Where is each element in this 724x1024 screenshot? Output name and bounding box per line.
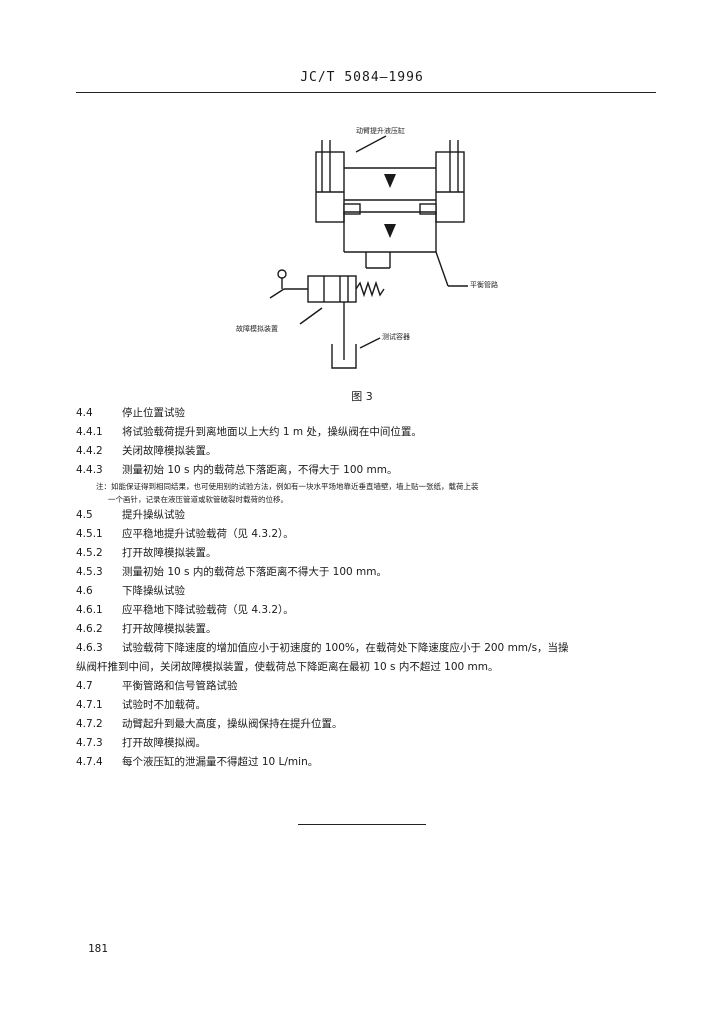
end-rule — [298, 824, 426, 825]
flow-arrow-upper — [384, 174, 396, 188]
valve-spring — [355, 280, 385, 298]
figure-caption: 图 3 — [351, 390, 373, 403]
label-cylinder: 动臂提升液压缸 — [356, 127, 405, 135]
control-valve — [307, 275, 357, 303]
label-measuring-cup: 测试容器 — [382, 333, 410, 341]
label-balance-pipe: 平衡管路 — [470, 281, 498, 289]
page-number: 181 — [88, 942, 108, 955]
hydraulic-diagram: 动臂提升液压缸 平衡管路 故障模拟装置 测试容器 — [236, 112, 536, 382]
document-number: JC/T 5084—1996 — [300, 70, 424, 85]
measuring-cup — [331, 344, 357, 369]
flow-arrow-lower — [384, 224, 396, 238]
header-rule — [76, 92, 656, 93]
label-fault-sim: 故障模拟装置 — [236, 325, 278, 333]
note-line-2: 一个画针，记录在液压管道或软管破裂时载荷的位移。 — [108, 495, 288, 504]
hydraulic-diagram-svg — [269, 135, 468, 369]
note-line-1: 注：如能保证得到相同结果，也可使用别的试验方法，例如有一块水平场地靠近垂直墙壁，… — [96, 482, 479, 491]
